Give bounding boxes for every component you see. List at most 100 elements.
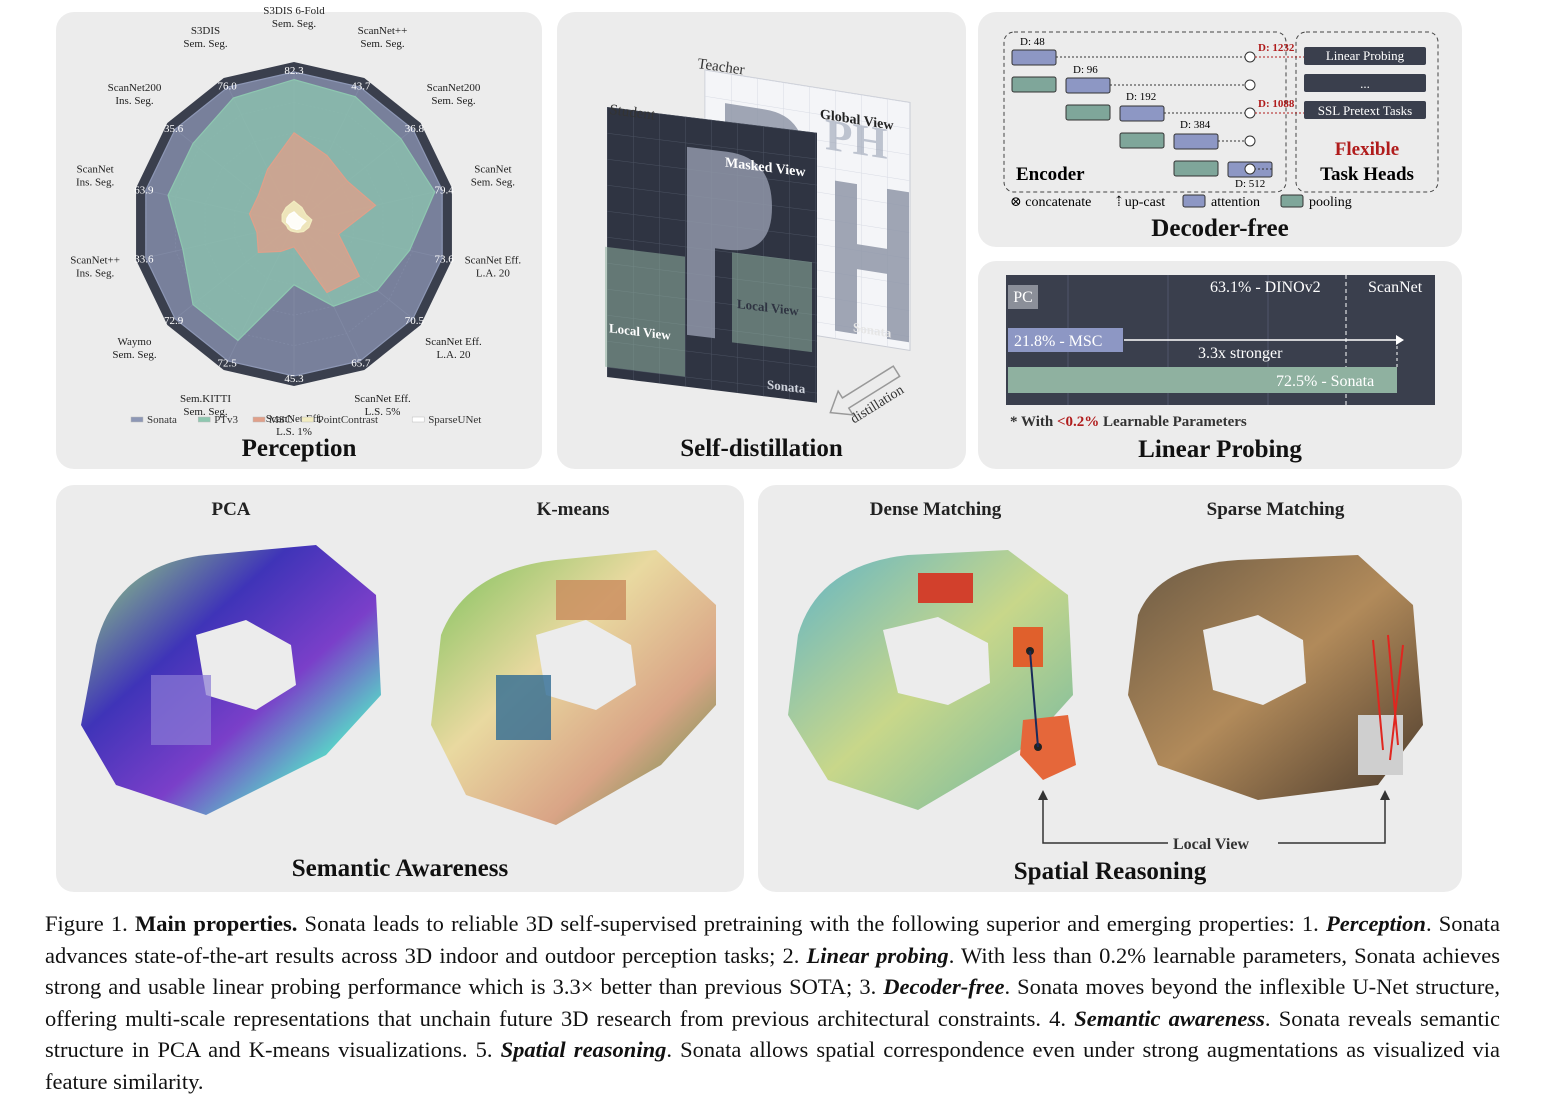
- radar-axis-label: L.A. 20: [476, 267, 510, 279]
- radar-axis-label: ScanNet200: [427, 82, 481, 94]
- dim-192: D: 192: [1126, 91, 1156, 103]
- dim-512: D: 512: [1235, 178, 1265, 190]
- radar-value-label: 73.6: [435, 253, 455, 265]
- caption-text-2: . Sonata advances state-of-the-art resul…: [45, 911, 1500, 968]
- attention-block: [1119, 105, 1165, 122]
- radar-axis-label: ScanNet Eff.: [465, 254, 522, 266]
- legend-label: SparseUNet: [428, 414, 481, 426]
- dim-384: D: 384: [1180, 119, 1211, 131]
- radar-axis-label: L.S. 5%: [365, 406, 401, 418]
- radar-axis-label: Sem. Seg.: [183, 38, 228, 50]
- spatial-reasoning-panel: Dense Matching Sparse Matching: [758, 485, 1462, 892]
- sonata-teacher-label: Sonata: [853, 320, 892, 341]
- caption-keyword-perception: Perception: [1325, 911, 1426, 936]
- student-label: Student: [609, 102, 657, 124]
- radar-axis-label: Sem. Seg.: [471, 177, 516, 189]
- sparse-matching-label: Sparse Matching: [1206, 499, 1345, 520]
- radar-axis-label: Sem. Seg.: [360, 38, 405, 50]
- concat-node: [1244, 107, 1256, 119]
- spatial-reasoning-title: Spatial Reasoning: [1013, 858, 1207, 885]
- radar-value-label: 35.6: [164, 123, 184, 135]
- attention-block: [1065, 77, 1111, 94]
- task-heads-label: Task Heads: [1320, 164, 1414, 185]
- semantic-awareness-title: Semantic Awareness: [291, 855, 509, 882]
- self-distillation-title: Self-distillation: [680, 435, 843, 462]
- attention-block: [1011, 49, 1057, 66]
- caption-text-1: Sonata leads to reliable 3D self-supervi…: [297, 911, 1326, 936]
- scannet-label: ScanNet: [1368, 279, 1423, 296]
- decoder-free-panel: D: 48 D: 96 D: 192 D: 384 D: 512 D: 1232…: [978, 12, 1462, 247]
- radar-axis-label: S3DIS 6-Fold: [263, 5, 325, 17]
- legend-attention: attention: [1211, 195, 1260, 210]
- caption-text-5: . Sonata reveals semantic structure in P…: [45, 1005, 1500, 1063]
- dim-48: D: 48: [1020, 36, 1045, 48]
- sonata-student-label: Sonata: [767, 377, 806, 397]
- caption-text-4: . Sonata moves beyond the inflexible U-N…: [45, 974, 1501, 1031]
- radar-value-label: 76.0: [218, 80, 238, 92]
- legend-swatch: [130, 416, 144, 423]
- head-linear-probing: Linear Probing: [1326, 48, 1405, 63]
- legend-swatch: [252, 416, 266, 423]
- caption-text-6: . Sonata allows spatial correspondence e…: [45, 1037, 1501, 1094]
- head-ellipsis: ...: [1360, 76, 1370, 91]
- radar-axis-label: Ins. Seg.: [76, 267, 114, 279]
- radar-axis-label: Sem. Seg.: [112, 349, 157, 361]
- legend-concatenate: ⊗ concatenate: [1010, 195, 1091, 210]
- radar-value-label: 36.8: [405, 123, 425, 135]
- perception-title: Perception: [241, 435, 357, 462]
- radar-value-label: 72.9: [164, 315, 184, 327]
- radar-axis-label: Waymo: [118, 336, 152, 348]
- stronger-label: 3.3x stronger: [1198, 345, 1283, 362]
- dinov2-label: 63.1% - DINOv2: [1210, 279, 1321, 296]
- radar-series-msc: [248, 131, 377, 294]
- legend-swatch: [301, 416, 314, 423]
- radar-axis-label: Sem. Seg.: [272, 18, 317, 30]
- legend-upcast: ⇡up-cast: [1113, 195, 1165, 210]
- teacher-label: Teacher: [696, 56, 745, 78]
- radar-value-label: 63.9: [134, 185, 154, 197]
- decoder-free-title: Decoder-free: [1151, 215, 1289, 242]
- kmeans-scene: [431, 550, 716, 825]
- legend-label: MSC: [269, 414, 292, 426]
- radar-axis-label: Sem. Seg.: [431, 95, 476, 107]
- pooling-block: [1065, 104, 1111, 121]
- radar-axis-label: Ins. Seg.: [115, 95, 153, 107]
- decoder-diagram: D: 48 D: 96 D: 192 D: 384 D: 512 D: 1232…: [1003, 31, 1439, 210]
- pooling-block: [1119, 132, 1165, 149]
- learnable-params-note: * With <0.2% Learnable Parameters: [1010, 414, 1247, 430]
- caption-title: Main properties.: [135, 911, 298, 936]
- encoder-label: Encoder: [1016, 164, 1085, 185]
- concat-node: [1244, 51, 1256, 63]
- radar-axis-label: Sem.KITTI: [180, 393, 231, 405]
- legend-label: PointContrast: [318, 414, 379, 426]
- kmeans-label: K-means: [536, 499, 610, 520]
- radar-axis-label: ScanNet: [474, 164, 511, 176]
- radar-axis-label: Ins. Seg.: [76, 177, 114, 189]
- dim-96: D: 96: [1073, 64, 1098, 76]
- figure-caption: Figure 1. Main properties. Sonata leads …: [45, 908, 1500, 1097]
- radar-axis-label: ScanNet++: [358, 25, 408, 37]
- radar-axis-label: Sem. Seg.: [183, 406, 228, 418]
- caption-figure-number: Figure 1.: [45, 911, 128, 936]
- radar-axis-label: ScanNet200: [108, 82, 162, 94]
- pooling-block: [1011, 76, 1057, 93]
- msc-bar-label: 21.8% - MSC: [1014, 333, 1102, 350]
- attention-block: [1173, 133, 1219, 150]
- pc-label: PC: [1013, 289, 1033, 306]
- radar-series-sparseunet: [285, 211, 307, 231]
- radar-axis-label: L.S. 1%: [276, 426, 312, 438]
- legend-swatch: [411, 416, 425, 423]
- radar-value-label: 65.7: [351, 358, 371, 370]
- radar-value-label: 72.5: [218, 358, 238, 370]
- caption-keyword-decoder-free: Decoder-free: [883, 974, 1005, 999]
- radar-axis-label: S3DIS: [191, 25, 220, 37]
- self-distillation-diagram: PH Global View Sonata Teacher Masked Vie…: [605, 56, 911, 427]
- dim-1232: D: 1232: [1258, 42, 1295, 54]
- radar-value-label: 33.6: [134, 253, 154, 265]
- sparse-matching-scene: [1128, 555, 1423, 800]
- pca-label: PCA: [211, 499, 251, 520]
- radar-axis-label: ScanNet Eff.: [354, 393, 411, 405]
- radar-axis-label: ScanNet Eff.: [425, 336, 482, 348]
- concat-node: [1244, 79, 1256, 91]
- concat-node: [1244, 163, 1256, 175]
